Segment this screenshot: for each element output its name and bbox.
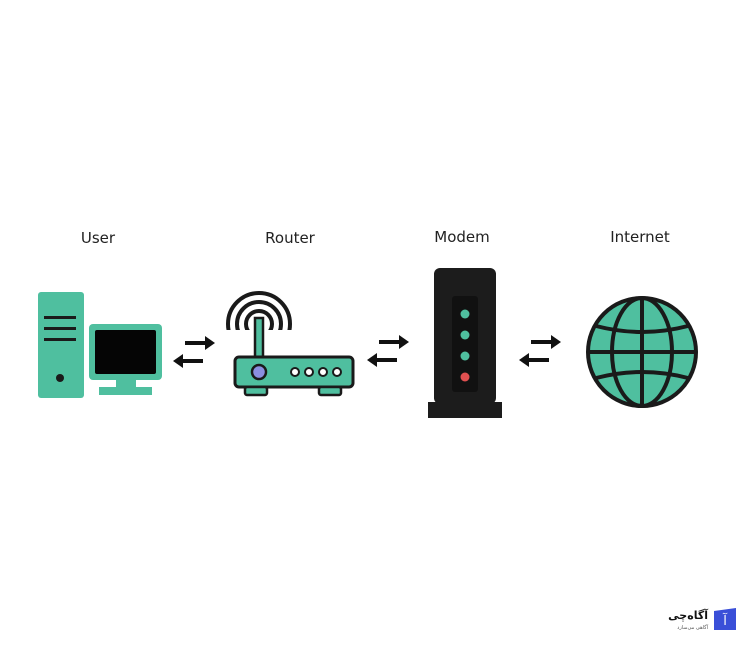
logo-mark-icon: آ: [714, 608, 736, 630]
computer-tower: [38, 292, 84, 398]
svg-text:آ: آ: [722, 612, 728, 629]
modem-icon: [428, 268, 502, 418]
bidirectional-arrow-icon: [519, 335, 561, 367]
status-led-icon: [460, 351, 470, 361]
status-led-icon: [460, 330, 470, 340]
antenna: [253, 316, 265, 362]
computer-icon: [38, 292, 162, 398]
label-internet: Internet: [610, 228, 670, 246]
label-user: User: [80, 229, 116, 247]
router-icon: [225, 291, 355, 397]
watermark-logo: آگاه‌چی آگاهی می‌سازد آ: [650, 605, 740, 637]
status-led-icon: [460, 309, 470, 319]
globe-icon: [586, 296, 698, 408]
watermark-subtitle: آگاهی می‌سازد: [677, 625, 708, 631]
bidirectional-arrow-icon: [173, 336, 215, 368]
label-router: Router: [265, 229, 315, 247]
status-led-icon: [460, 372, 470, 382]
bidirectional-arrow-icon: [367, 335, 409, 367]
watermark-title: آگاه‌چی: [668, 609, 708, 622]
label-modem: Modem: [434, 228, 490, 246]
power-button-icon: [56, 374, 64, 382]
